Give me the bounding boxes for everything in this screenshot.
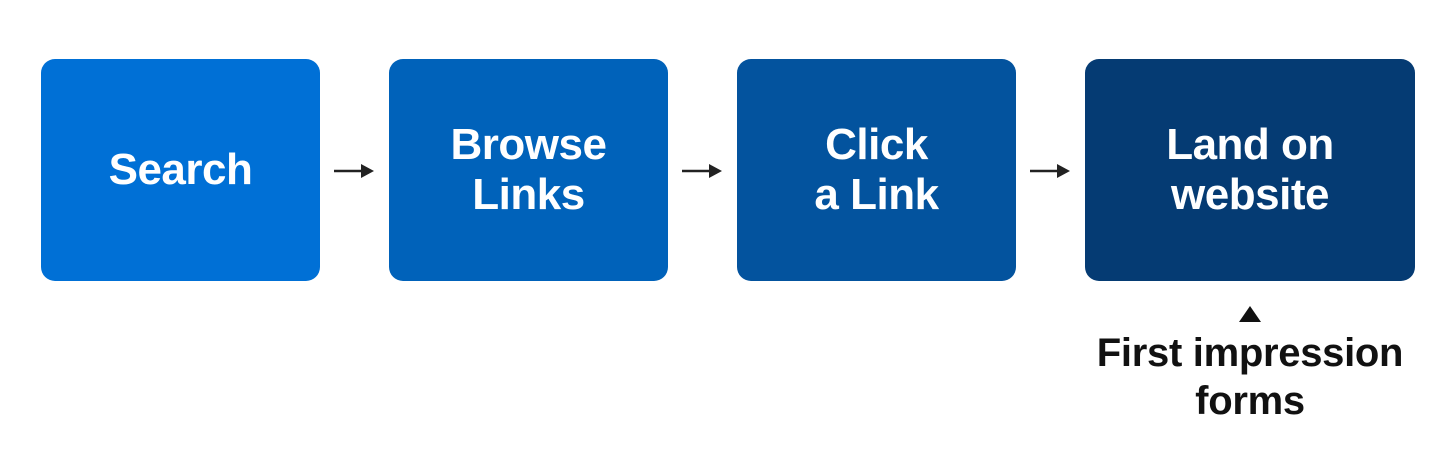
up-triangle-icon <box>1239 306 1261 322</box>
right-arrow-icon <box>1030 164 1070 178</box>
step-browse-links-box: Browse Links <box>389 59 668 281</box>
step-search-box: Search <box>41 59 320 281</box>
step-land-on-website-label: Land on website <box>1166 120 1334 219</box>
right-arrow-icon <box>334 164 374 178</box>
step-click-link-label: Click a Link <box>814 120 939 219</box>
step-land-on-website-box: Land on website <box>1085 59 1415 281</box>
step-search-label: Search <box>108 145 253 194</box>
step-click-link-box: Click a Link <box>737 59 1016 281</box>
right-arrow-icon <box>682 164 722 178</box>
step-browse-links-label: Browse Links <box>450 120 607 219</box>
first-impression-annotation: First impression forms <box>1096 331 1404 423</box>
